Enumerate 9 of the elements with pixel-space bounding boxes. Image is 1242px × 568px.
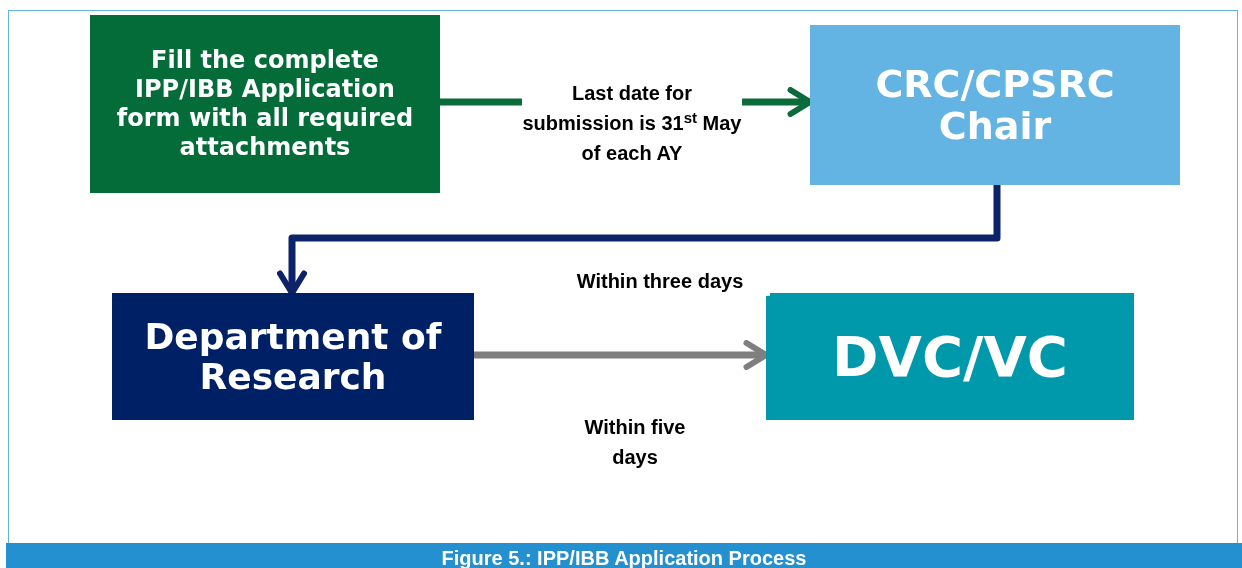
box-text: Department of Research [143, 316, 443, 397]
box-text: Fill the complete IPP/IBB Application form with all required attachments [115, 46, 415, 162]
box-text: CRC/CPSRC Chair [874, 63, 1116, 147]
process-box [112, 293, 474, 420]
arrow [277, 185, 1001, 296]
process-box [90, 15, 440, 193]
box-text: DVC/VC [832, 326, 1068, 387]
process-box [766, 293, 1134, 420]
process-box [810, 25, 1180, 185]
